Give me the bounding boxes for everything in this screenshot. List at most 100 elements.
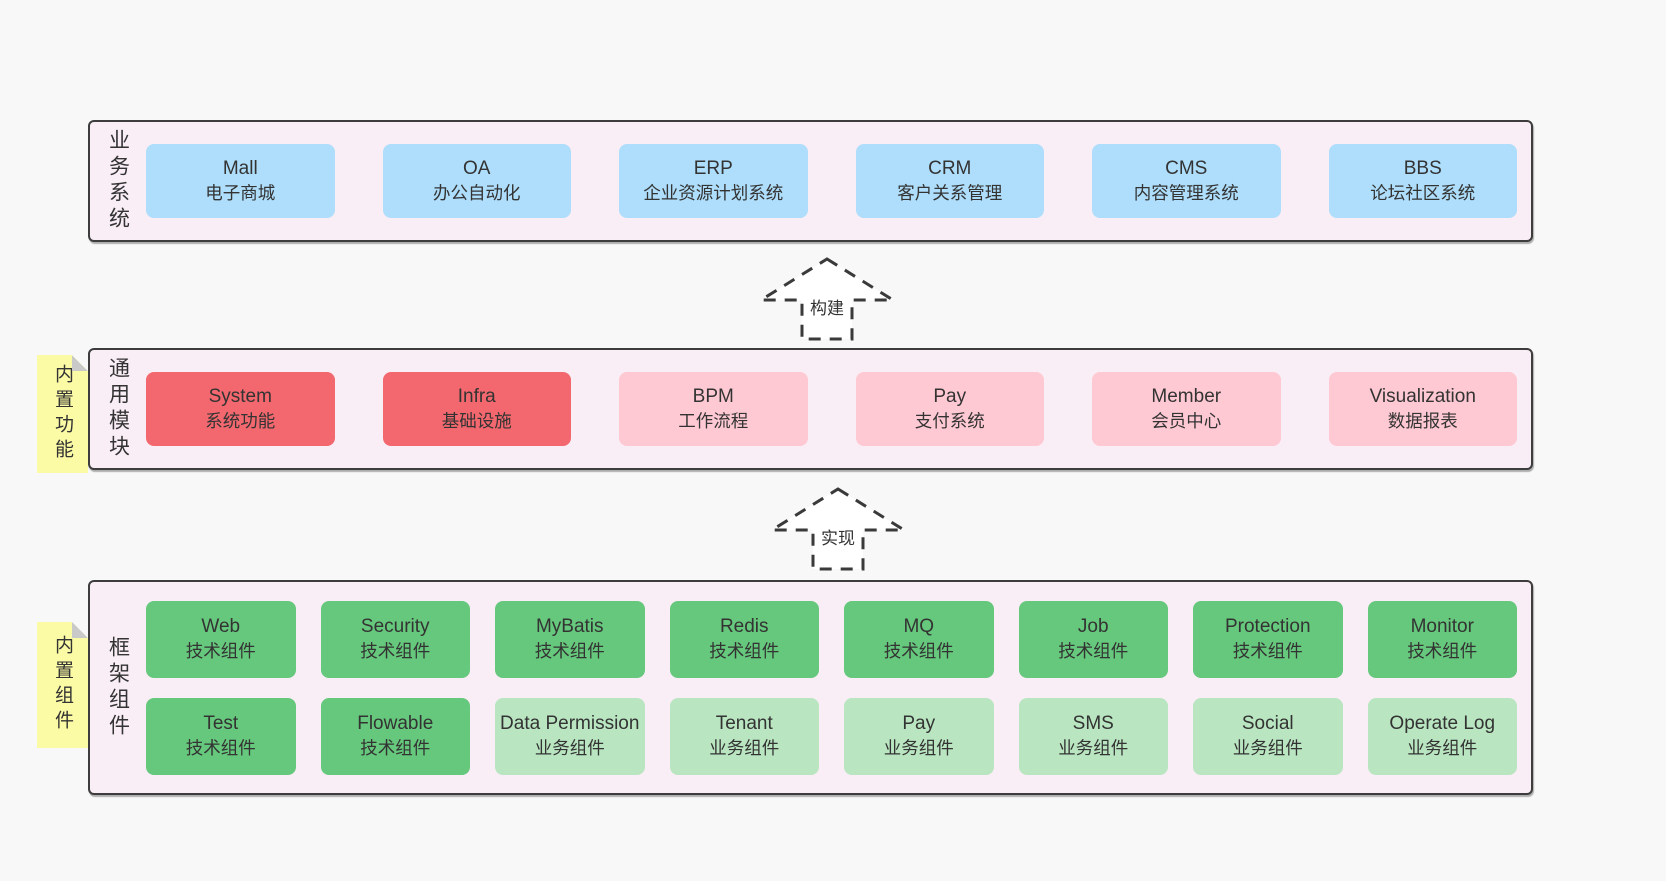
module-subtitle: 内容管理系统 [1133,182,1239,203]
module-name: Monitor [1410,616,1474,638]
module-subtitle: 支付系统 [914,410,985,431]
arrow-build-label: 构建 [808,294,846,319]
module-subtitle: 业务组件 [1232,737,1303,758]
arrow-implement: 实现 [768,486,908,572]
module-subtitle: 技术组件 [360,640,431,661]
module-name: Web [201,616,241,638]
module-name: ERP [693,158,733,180]
module-subtitle: 办公自动化 [433,182,521,203]
module-name: Job [1077,616,1109,638]
module-name: Test [203,713,239,735]
module-name: SMS [1072,713,1114,735]
arrow-build: 构建 [757,256,897,342]
module-subtitle: 技术组件 [1407,640,1478,661]
module-subtitle: 会员中心 [1151,410,1222,431]
module-subtitle: 企业资源计划系统 [643,182,784,203]
module-subtitle: 业务组件 [534,737,605,758]
module-subtitle: 业务组件 [883,737,954,758]
module-subtitle: 技术组件 [185,640,256,661]
arrow-implement-label: 实现 [819,524,857,549]
module-name: Redis [719,616,769,638]
band-title-text: 业务系统 [106,129,130,233]
module-subtitle: 业务组件 [1058,737,1129,758]
band-title-business: 业务系统 [90,122,146,240]
module-name: Infra [457,386,496,408]
module-subtitle: 业务组件 [1407,737,1478,758]
module-subtitle: 论坛社区系统 [1370,182,1476,203]
module-subtitle: 数据报表 [1387,410,1458,431]
module-name: Member [1151,386,1222,408]
module-name: Pay [902,713,936,735]
module-name: Tenant [715,713,773,735]
band-title-modules: 通用模块 [90,350,146,468]
module-subtitle: 技术组件 [883,640,954,661]
module-name: CMS [1165,158,1208,180]
module-name: Security [360,616,430,638]
module-name: MQ [903,616,935,638]
module-name: CRM [928,158,972,180]
module-name: Data Permission [500,713,640,735]
module-name: OA [463,158,491,180]
module-subtitle: 技术组件 [709,640,780,661]
module-subtitle: 技术组件 [1058,640,1129,661]
module-subtitle: 业务组件 [709,737,780,758]
module-subtitle: 客户关系管理 [897,182,1003,203]
module-subtitle: 系统功能 [205,410,276,431]
module-name: Pay [933,386,967,408]
sticky-built-in-features: 内置功能 [37,355,88,473]
module-subtitle: 工作流程 [678,410,749,431]
module-name: Flowable [357,713,434,735]
sticky-text: 内置功能 [52,364,73,464]
band-title-framework: 框架组件 [90,582,146,793]
sticky-built-in-components: 内置组件 [37,622,88,748]
module-name: Operate Log [1389,713,1496,735]
module-subtitle: 基础设施 [441,410,512,431]
sticky-text: 内置组件 [52,635,73,735]
module-subtitle: 技术组件 [185,737,256,758]
module-name: Social [1241,713,1294,735]
module-name: Protection [1224,616,1311,638]
module-subtitle: 技术组件 [534,640,605,661]
module-subtitle: 技术组件 [360,737,431,758]
module-subtitle: 电子商城 [205,182,276,203]
band-title-text: 通用模块 [106,357,130,461]
module-name: BBS [1403,158,1442,180]
module-name: BPM [692,386,734,408]
module-name: Mall [222,158,258,180]
module-name: System [208,386,272,408]
